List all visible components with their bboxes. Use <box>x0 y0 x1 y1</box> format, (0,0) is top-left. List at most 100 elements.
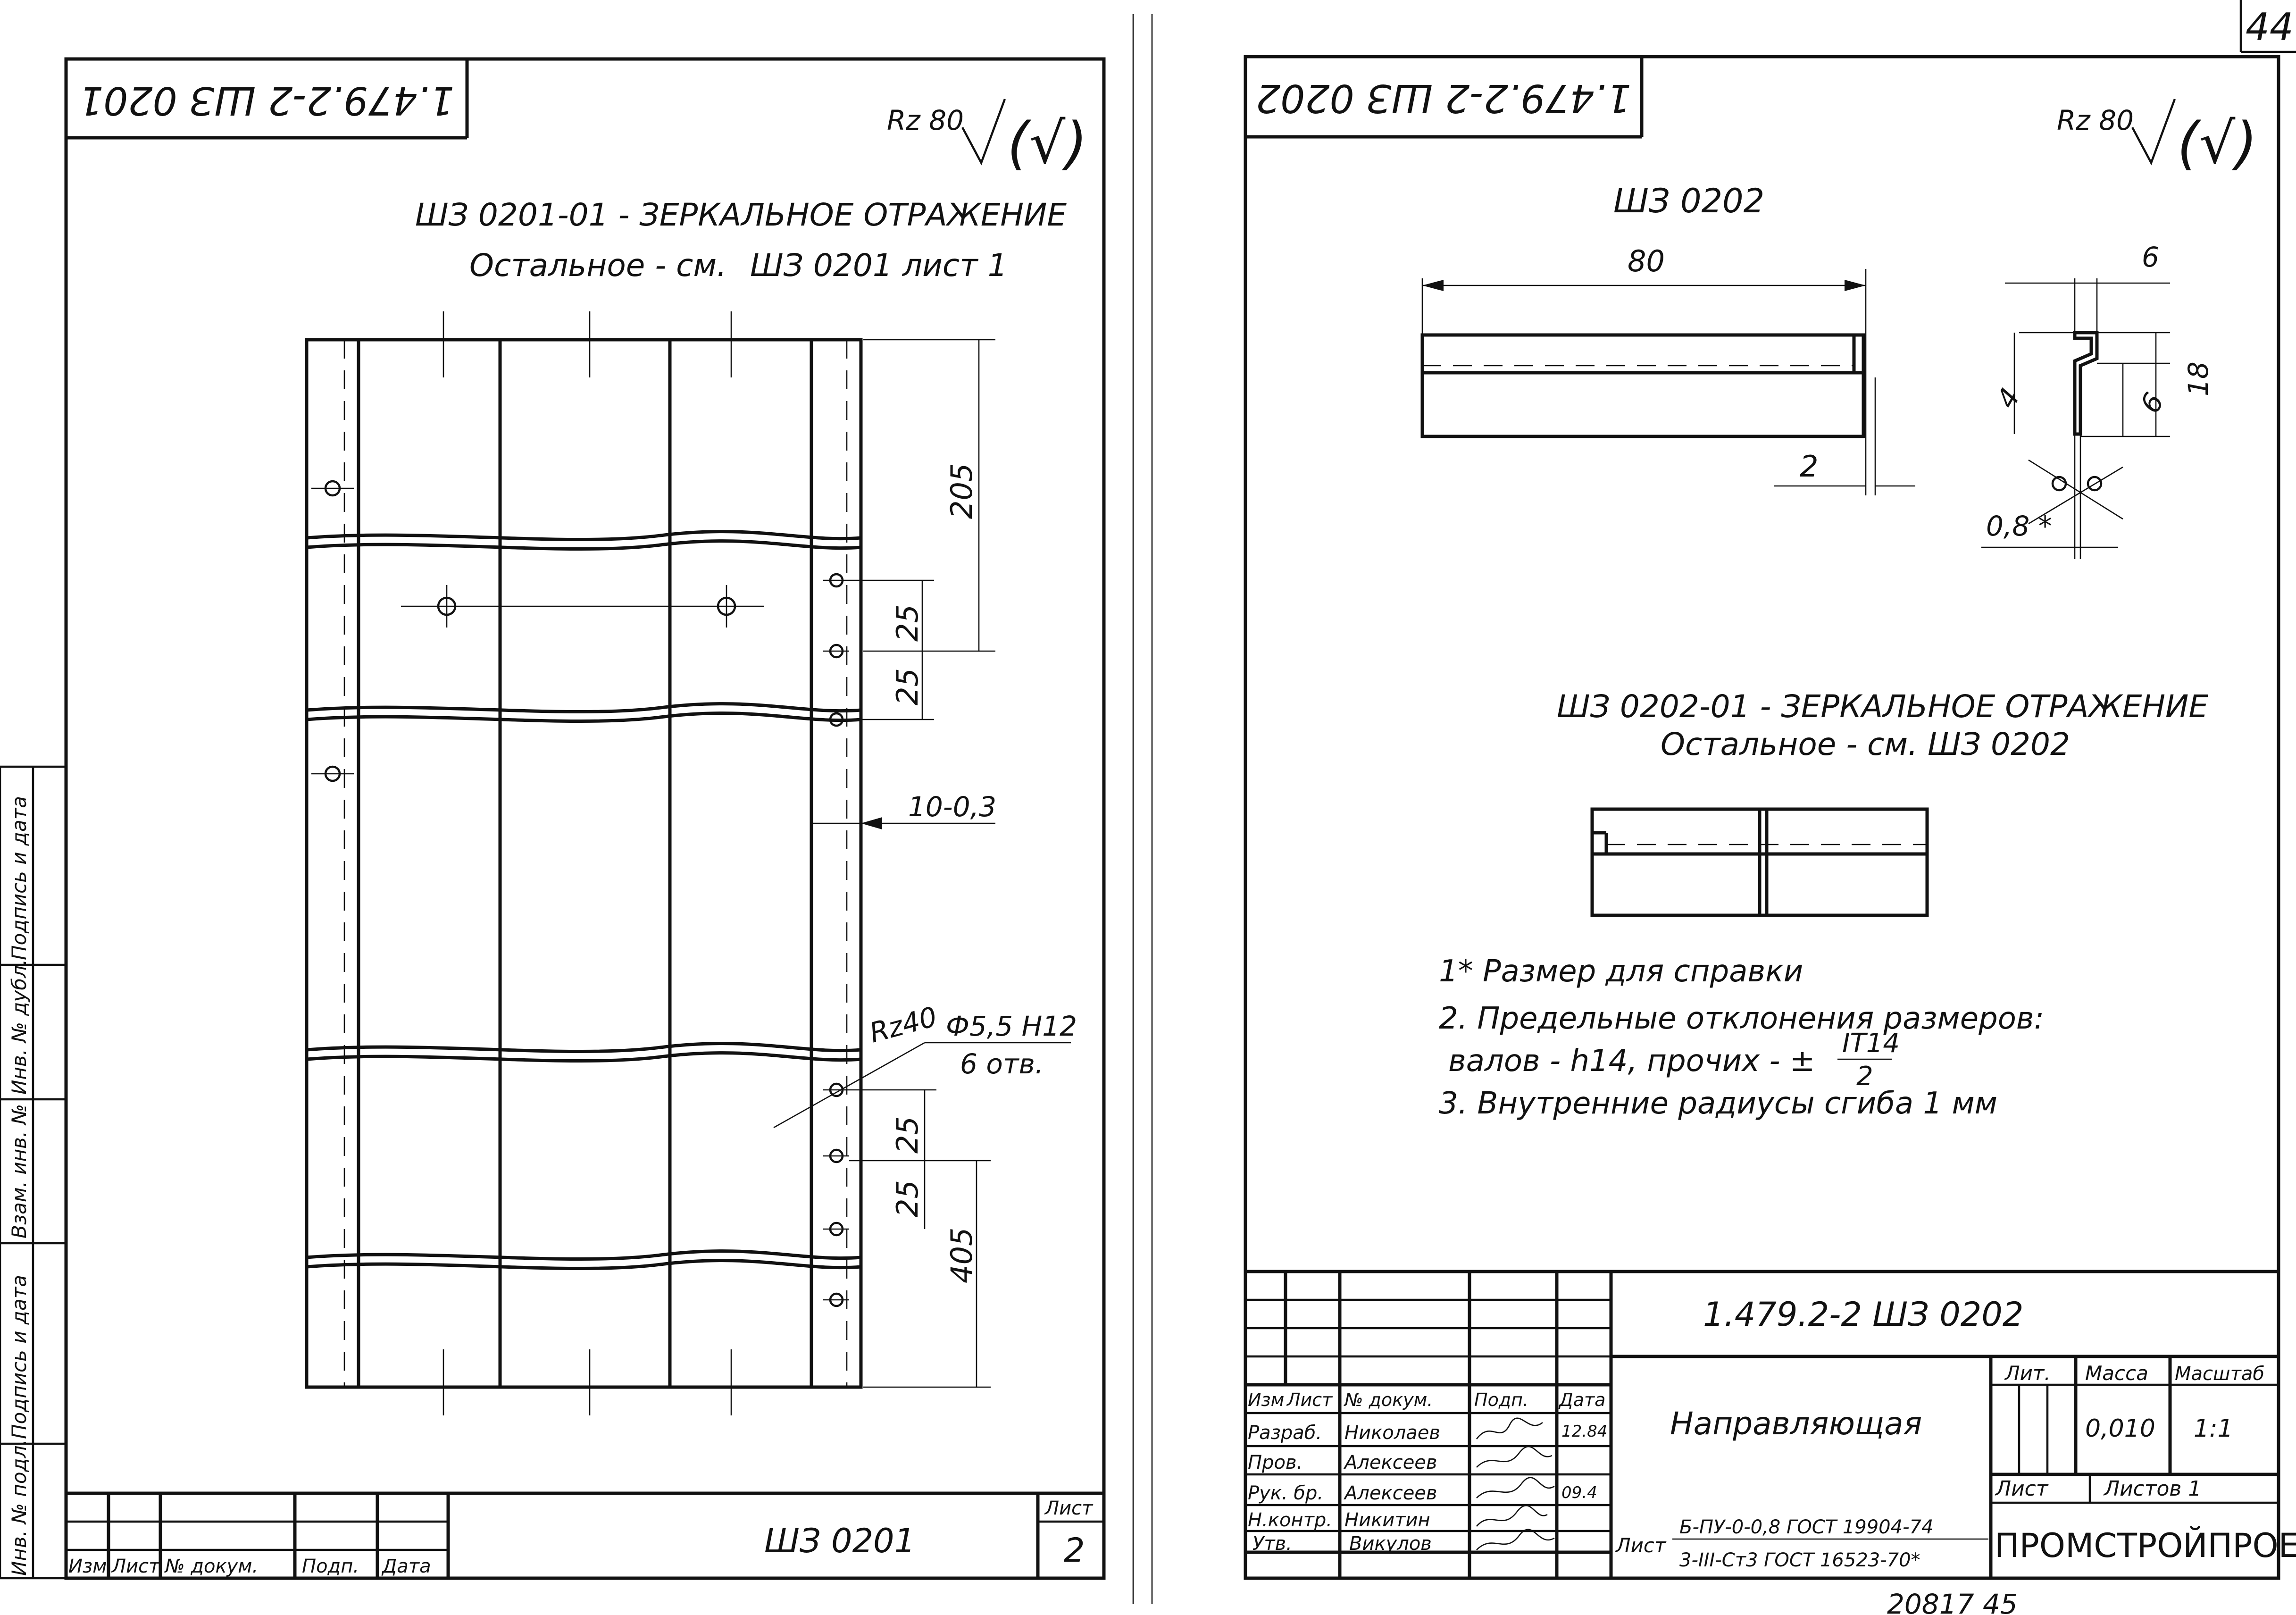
left-tb-designation: ШЗ 0201 <box>764 1522 915 1560</box>
right-stamp: 1.479.2-2 ШЗ 0202 <box>1245 57 1644 139</box>
left-part-drawing <box>305 311 863 1415</box>
side-stamp-sign-date-2: Подпись и дата <box>8 796 31 960</box>
signature <box>1476 1477 1555 1498</box>
note-2: 2. Предельные отклонения размеров: <box>1439 1001 2044 1036</box>
dim-4: 4 <box>1990 383 2026 414</box>
right-tb-org: ПРОМСТРОЙПРОЕКТ <box>1995 1526 2296 1565</box>
left-title-line2b: ШЗ 0201 лист 1 <box>750 247 1008 284</box>
right-tb-designation: 1.479.2-2 ШЗ 0202 <box>1703 1295 2023 1334</box>
dim-25c: 25 <box>890 1116 925 1154</box>
left-title-line2a: Остальное - см. <box>469 247 726 284</box>
left-part-outline <box>305 338 863 1389</box>
signature <box>1476 1446 1553 1468</box>
right-tb-material-prefix: Лист <box>1615 1534 1667 1557</box>
right-tb-mass: 0,010 <box>2085 1414 2155 1443</box>
dim-10: 10-0,3 <box>908 791 996 823</box>
left-sheet: 1.479.2-2 ШЗ 0201 Rz 80 (√) ШЗ 0201-01 -… <box>0 57 1106 1580</box>
note-2b: валов - h14, прочих - ± <box>1448 1044 1815 1079</box>
side-stamp-inv-dubl: Инв. № дубл. <box>8 959 31 1095</box>
right-stamp-text: 1.479.2-2 ШЗ 0202 <box>1256 75 1631 120</box>
hole-note-1: Ф5,5 Н12 <box>946 1010 1077 1042</box>
left-tb-izm: Изм <box>68 1556 107 1577</box>
left-title-line1: ШЗ 0201-01 - ЗЕРКАЛЬНОЕ ОТРАЖЕНИЕ <box>415 197 1067 233</box>
right-tb-name-4: Никитин <box>1344 1509 1430 1531</box>
mirror-line2: Остальное - см. ШЗ 0202 <box>1661 726 2070 762</box>
note-3: 3. Внутренние радиусы сгиба 1 мм <box>1439 1086 1997 1121</box>
left-tb-sheet-no: 2 <box>1064 1531 1085 1570</box>
note-tol-den: 2 <box>1856 1061 1873 1092</box>
left-title-block: Изм Лист № докум. Подп. Дата ШЗ 0201 Лис… <box>66 1491 1104 1578</box>
signature <box>1476 1505 1548 1527</box>
left-stamp-text: 1.479.2-2 ШЗ 0201 <box>79 78 454 123</box>
left-roughness: Rz 80 (√) <box>887 99 1087 176</box>
right-tb-doc: № докум. <box>1344 1389 1433 1410</box>
right-tb-list: Лист <box>1286 1389 1333 1410</box>
right-tb-material-2: 3-III-Ст3 ГОСТ 16523-70* <box>1679 1549 1920 1571</box>
dim-18: 18 <box>2182 361 2214 396</box>
right-tb-scale: 1:1 <box>2194 1414 2233 1443</box>
right-tb-lit: Лит. <box>2004 1362 2051 1385</box>
left-roughness-label: Rz 80 <box>887 104 964 136</box>
right-section-view: 18 6 4 6 0,8 * <box>1981 241 2214 559</box>
right-tb-scale-h: Масштаб <box>2175 1363 2264 1385</box>
right-tb-mass-h: Масса <box>2085 1362 2148 1385</box>
side-stamp-sign-date-1: Подпись и дата <box>8 1275 31 1439</box>
corner-page-number: 44 <box>2239 0 2296 53</box>
note-1: 1* Размер для справки <box>1439 954 1803 989</box>
side-stamp-vzam: Взам. инв. № <box>8 1104 31 1238</box>
mirror-line1: ШЗ 0202-01 - ЗЕРКАЛЬНОЕ ОТРАЖЕНИЕ <box>1557 688 2208 725</box>
left-stamp: 1.479.2-2 ШЗ 0201 <box>66 59 469 140</box>
dim-08: 0,8 * <box>1986 510 2052 542</box>
right-tb-role-3: Рук. бр. <box>1248 1482 1323 1504</box>
right-tb-name-2: Алексеев <box>1343 1452 1437 1473</box>
note-tol-num: IT14 <box>1842 1028 1900 1059</box>
right-roughness-paren: (√) <box>2177 111 2257 176</box>
dim-2: 2 <box>1800 449 1818 484</box>
dim-6: 6 <box>2134 387 2170 418</box>
right-tb-role-5: Утв. <box>1252 1533 1292 1555</box>
corner-page-number-text: 44 <box>2246 5 2294 49</box>
right-sheet-frame <box>1244 55 2280 1580</box>
hole-note-2: 6 отв. <box>960 1048 1044 1080</box>
right-tb-material-1: Б-ПУ-0-0,8 ГОСТ 19904-74 <box>1679 1516 1933 1538</box>
left-tb-list: Лист <box>111 1556 160 1577</box>
right-roughness: Rz 80 (√) <box>2057 99 2257 176</box>
left-roughness-paren: (√) <box>1007 111 1087 176</box>
right-tb-name-1: Николаев <box>1344 1422 1440 1444</box>
right-part-label: ШЗ 0202 <box>1613 182 1764 220</box>
dim-arrow <box>861 817 882 829</box>
right-tb-role-2: Пров. <box>1248 1452 1302 1473</box>
right-front-view: 80 2 <box>1420 244 1915 495</box>
bottom-number: 20817 45 <box>1887 1588 2018 1615</box>
left-tb-doc: № докум. <box>164 1556 258 1577</box>
right-small-view <box>1590 807 1929 917</box>
right-tb-date-2: 09.4 <box>1561 1483 1597 1502</box>
left-dimensions: 205 25 25 10-0,3 Rz40 Ф5,5 Н12 6 отв. 25… <box>773 339 1077 1388</box>
left-side-stamp: Инв. № подл. Подпись и дата Взам. инв. №… <box>0 765 67 1580</box>
right-tb-date-1: 12.84 <box>1561 1422 1607 1441</box>
right-tb-podp: Подп. <box>1474 1389 1528 1410</box>
left-tb-sheet-label: Лист <box>1044 1498 1094 1519</box>
right-tb-role-1: Разраб. <box>1248 1422 1322 1444</box>
right-roughness-label: Rz 80 <box>2057 104 2134 136</box>
right-tb-name-3: Алексеев <box>1343 1482 1437 1504</box>
right-tb-name-5: Викулов <box>1349 1533 1432 1555</box>
dim-405: 405 <box>944 1228 979 1283</box>
dim-25a: 25 <box>890 604 925 642</box>
dim-205: 205 <box>944 463 979 519</box>
dim-80: 80 <box>1628 244 1665 278</box>
left-tb-podp: Подп. <box>302 1556 359 1577</box>
right-tb-izm: Изм <box>1248 1389 1284 1410</box>
left-tb-data: Дата <box>381 1556 431 1577</box>
right-tb-data: Дата <box>1558 1389 1605 1410</box>
dim-6-top: 6 <box>2142 241 2159 273</box>
right-tb-name: Направляющая <box>1670 1406 1922 1442</box>
right-sheet: 1.479.2-2 ШЗ 0202 Rz 80 (√) ШЗ 0202 80 2… <box>1244 55 2296 1615</box>
signature <box>1476 1417 1543 1439</box>
dim-25d: 25 <box>890 1180 925 1217</box>
right-tb-sheet: Лист <box>1995 1477 2049 1501</box>
right-tb-sheets: Листов 1 <box>2103 1477 2201 1501</box>
signature <box>1476 1529 1555 1550</box>
dim-25b: 25 <box>890 668 925 705</box>
